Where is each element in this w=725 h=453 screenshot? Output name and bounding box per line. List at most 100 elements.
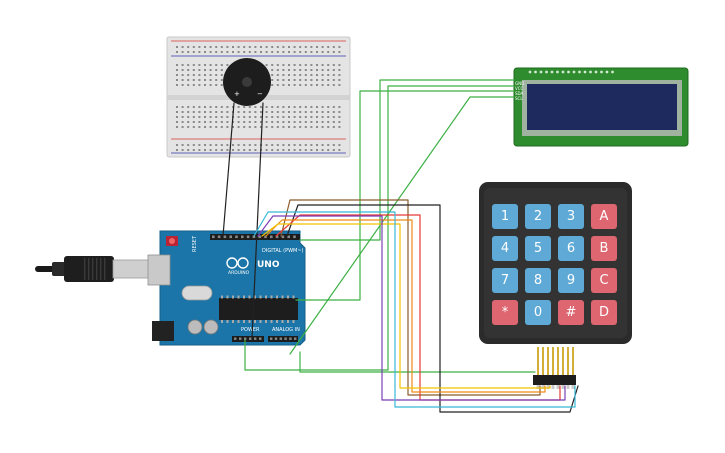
breadboard-hole: [215, 79, 218, 81]
wire-keypad-purple[interactable]: [257, 215, 566, 401]
chip-leg: [254, 320, 256, 323]
breadboard-hole: [321, 121, 324, 123]
breadboard-hole: [254, 126, 257, 128]
chip-leg: [248, 320, 251, 323]
breadboard-hole: [321, 74, 324, 76]
breadboard-hole: [282, 84, 285, 86]
keypad-key-4[interactable]: 4: [492, 236, 518, 261]
breadboard-hole: [276, 111, 279, 113]
breadboard-hole: [304, 121, 307, 123]
wire-lcd-green-4[interactable]: [289, 96, 515, 355]
lcd-display[interactable]: GND VCC SDA SCL: [513, 67, 689, 147]
breadboard-hole: [254, 46, 257, 48]
keypad-key-8[interactable]: 8: [525, 268, 551, 293]
breadboard-hole: [181, 149, 184, 151]
wire-keypad-yellow[interactable]: [261, 223, 551, 389]
keypad-key-b[interactable]: B: [591, 236, 617, 261]
breadboard-hole: [215, 74, 218, 76]
arduino-uno-board[interactable]: RESET DIGITAL (PWM~) ARDUINO UNO POWER A…: [147, 230, 306, 346]
keypad-key-label: 2: [534, 209, 542, 224]
breadboard-hole: [215, 121, 218, 123]
breadboard-hole: [299, 116, 302, 118]
breadboard-hole: [187, 64, 190, 66]
keypad-key-a[interactable]: A: [591, 204, 617, 229]
breadboard-hole: [304, 106, 307, 108]
wire-lcd-green-1[interactable]: [299, 79, 515, 241]
wire-keypad-black[interactable]: [286, 204, 579, 413]
digital-pin: [252, 235, 256, 239]
digital-pin: [241, 235, 244, 239]
breadboard-hole: [260, 116, 262, 118]
breadboard-hole: [310, 144, 313, 146]
breadboard-hole: [310, 84, 313, 86]
wire-keypad-orange[interactable]: [265, 219, 546, 393]
wire-buzzer-black-b[interactable]: [251, 102, 264, 339]
breadboard-hole: [192, 51, 195, 53]
keypad-key-label: C: [599, 273, 608, 288]
breadboard-hole: [332, 74, 335, 76]
keypad-key-0[interactable]: 0: [525, 300, 551, 325]
breadboard-hole: [332, 111, 335, 113]
wire-keypad-brown[interactable]: [280, 199, 541, 396]
keypad-key-1[interactable]: 1: [492, 204, 518, 229]
breadboard-hole: [176, 106, 178, 108]
keypad-key-star[interactable]: *: [492, 300, 518, 325]
breadboard-hole: [288, 84, 290, 86]
breadboard-hole: [209, 149, 212, 151]
keypad-key-2[interactable]: 2: [525, 204, 551, 229]
breadboard-hole: [215, 144, 218, 146]
breadboard-hole: [282, 149, 285, 151]
wire-keypad-red[interactable]: [275, 214, 561, 401]
keypad-key-5[interactable]: 5: [525, 236, 551, 261]
power-pin: [259, 337, 262, 340]
keypad-key-face: [558, 300, 584, 325]
keypad-key-3[interactable]: 3: [558, 204, 584, 229]
breadboard-hole: [327, 84, 330, 86]
keypad-key-label: #: [566, 305, 577, 320]
lcd-pin-vcc: VCC: [515, 86, 524, 91]
keypad-key-hash[interactable]: #: [558, 300, 584, 325]
keypad-key-6[interactable]: 6: [558, 236, 584, 261]
wire-lcd-green-5[interactable]: [299, 351, 536, 373]
breadboard-hole: [187, 46, 190, 48]
breadboard-hole: [181, 69, 184, 71]
breadboard-hole: [198, 111, 201, 113]
wire-lcd-green-2[interactable]: [244, 85, 515, 371]
wire-buzzer-black-a[interactable]: [222, 102, 235, 237]
keypad-key-7[interactable]: 7: [492, 268, 518, 293]
power-label: POWER: [241, 327, 260, 333]
breadboard-hole: [204, 144, 206, 146]
chip-leg: [232, 295, 234, 299]
breadboard-hole: [327, 111, 330, 113]
keypad-key-9[interactable]: 9: [558, 268, 584, 293]
breadboard-hole: [204, 126, 206, 128]
breadboard-hole: [260, 126, 262, 128]
digital-pin: [223, 235, 227, 239]
analog-header[interactable]: [268, 336, 298, 342]
keypad-key-label: 6: [567, 241, 575, 256]
breadboard-hole: [192, 106, 195, 108]
digital-pin: [275, 235, 279, 239]
usb-cable[interactable]: [35, 256, 152, 282]
breadboard-hole: [293, 84, 296, 86]
keypad-key-c[interactable]: C: [591, 268, 617, 293]
breadboard-hole: [209, 126, 212, 128]
chip-leg: [221, 320, 223, 323]
piezo-buzzer[interactable]: + −: [223, 58, 271, 106]
power-header[interactable]: [232, 336, 264, 342]
breadboard-hole: [204, 106, 206, 108]
breadboard-hole: [338, 46, 341, 48]
breadboard-hole: [332, 51, 335, 53]
breadboard-hole: [176, 46, 178, 48]
breadboard-hole: [310, 51, 313, 53]
keypad-key-face: [558, 204, 584, 229]
breadboard-hole: [243, 51, 246, 53]
breadboard-hole: [187, 106, 190, 108]
breadboard-hole: [282, 51, 285, 53]
breadboard-hole: [220, 46, 223, 48]
breadboard-hole: [204, 69, 206, 71]
breadboard-hole: [304, 149, 307, 151]
wire-keypad-cyan[interactable]: [253, 211, 576, 408]
keypad-key-d[interactable]: D: [591, 300, 617, 325]
